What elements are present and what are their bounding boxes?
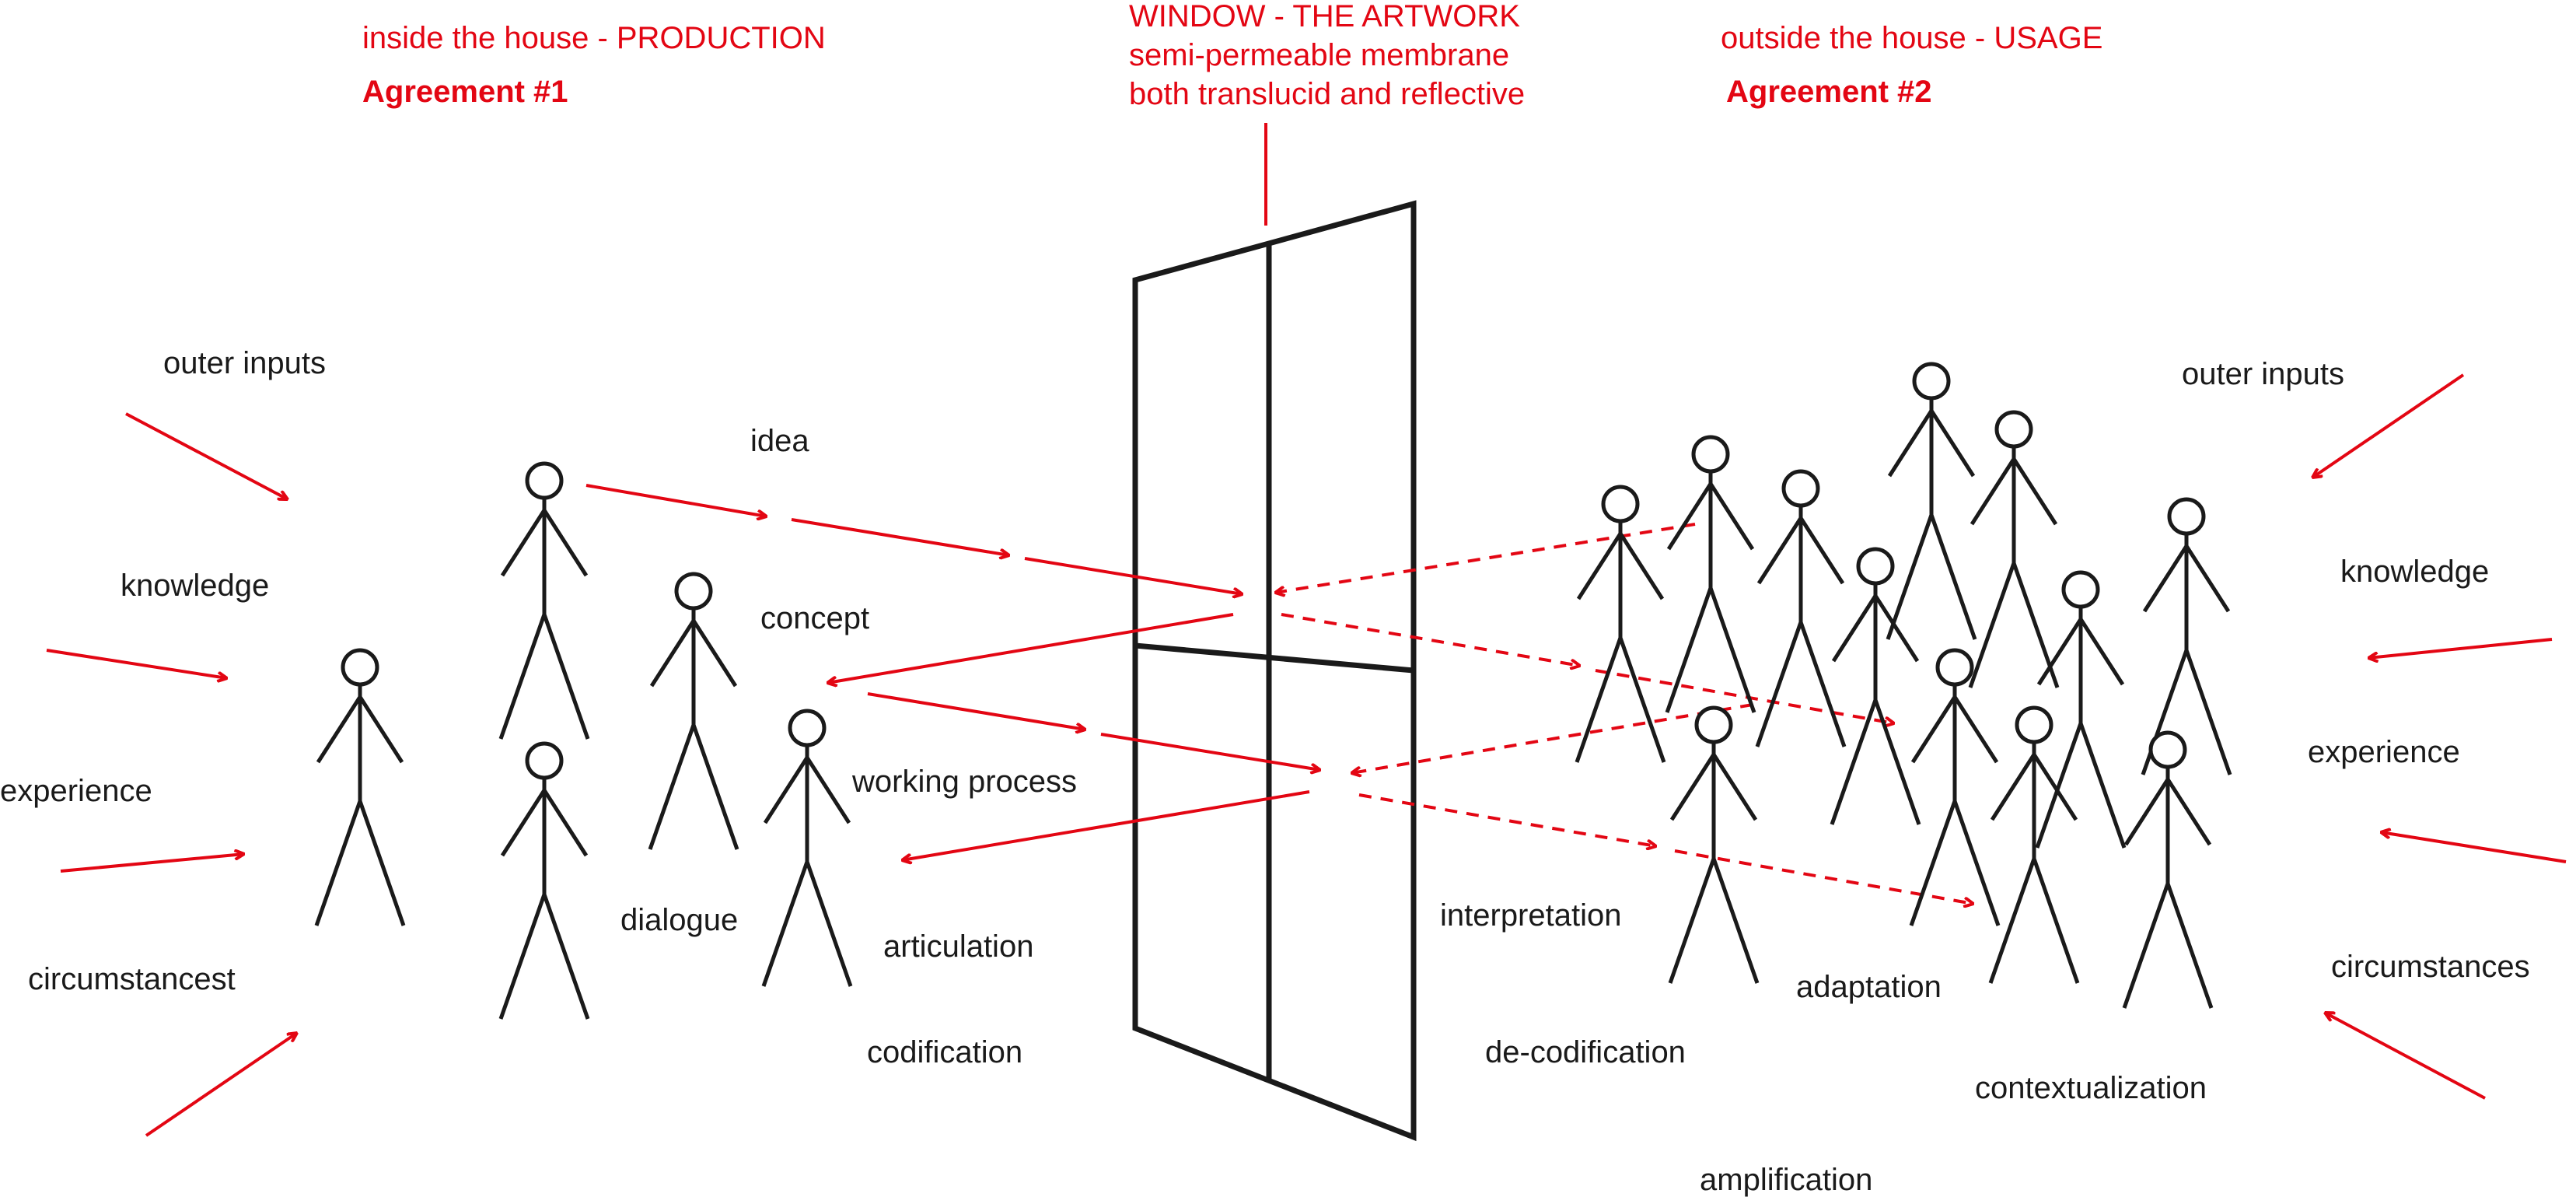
left-circumstances-label: circumstancest bbox=[28, 962, 236, 996]
stick-figure-1 bbox=[314, 648, 406, 926]
production-flow-arrows bbox=[585, 484, 1320, 860]
usage-arrow-3 bbox=[1358, 793, 1656, 846]
stick-figure-8 bbox=[1755, 469, 1847, 747]
stick-figure-2 bbox=[498, 461, 590, 740]
working-process-label: working process bbox=[851, 765, 1077, 799]
idea-arrow-3 bbox=[1024, 557, 1243, 594]
usage-return-arrow-1 bbox=[1275, 523, 1696, 593]
dialogue-label: dialogue bbox=[620, 903, 738, 937]
interpretation-label: interpretation bbox=[1440, 898, 1621, 933]
window-artwork bbox=[1132, 200, 1417, 1142]
stick-figure-5 bbox=[761, 709, 853, 987]
stick-figure-17 bbox=[2122, 730, 2214, 1009]
left-circumstances-arrow bbox=[145, 1033, 297, 1137]
right-circumstances-label: circumstances bbox=[2331, 950, 2530, 984]
inside-house-title: inside the house - PRODUCTION bbox=[362, 21, 826, 55]
left-outer-inputs-label: outer inputs bbox=[163, 346, 326, 380]
right-knowledge-label: knowledge bbox=[2340, 555, 2489, 589]
right-circumstances-arrow bbox=[2325, 1013, 2486, 1100]
left-outer-inputs-arrow bbox=[125, 412, 288, 499]
outside-house-title: outside the house - USAGE bbox=[1721, 21, 2102, 55]
idea-arrow-1 bbox=[585, 484, 767, 516]
stick-figure-16 bbox=[1988, 705, 2080, 984]
de-codification-label: de-codification bbox=[1485, 1035, 1686, 1069]
usage-arrow-1 bbox=[1281, 613, 1580, 666]
left-knowledge-arrow bbox=[46, 649, 227, 678]
stick-figure-14 bbox=[1668, 705, 1760, 984]
process-arrow-2 bbox=[1100, 733, 1320, 770]
stick-figure-12 bbox=[2035, 570, 2127, 849]
window-subtitle-translucid: both translucid and reflective bbox=[1129, 77, 1525, 111]
stick-figure-7 bbox=[1665, 435, 1756, 713]
window-transom bbox=[1134, 642, 1414, 674]
codification-label: codification bbox=[867, 1035, 1022, 1069]
right-outer-inputs-arrow bbox=[2312, 373, 2465, 478]
concept-return-arrow bbox=[827, 613, 1234, 683]
adaptation-label: adaptation bbox=[1796, 970, 1942, 1004]
stick-figure-3 bbox=[498, 741, 590, 1020]
agreement-1-label: Agreement #1 bbox=[362, 75, 568, 109]
agreement-2-label: Agreement #2 bbox=[1726, 75, 1932, 109]
left-experience-label: experience bbox=[0, 774, 152, 808]
articulation-label: articulation bbox=[883, 929, 1033, 964]
usage-return-arrow-2 bbox=[1351, 703, 1753, 773]
right-knowledge-arrow bbox=[2368, 638, 2553, 658]
stick-figure-4 bbox=[648, 572, 739, 850]
usage-flow-arrows bbox=[1275, 523, 1973, 904]
usage-arrow-2 bbox=[1595, 669, 1894, 723]
left-knowledge-label: knowledge bbox=[121, 569, 269, 603]
stick-figure-11 bbox=[1968, 410, 2060, 688]
stick-figure-10 bbox=[1886, 362, 1977, 640]
contextualization-label: contextualization bbox=[1975, 1071, 2207, 1105]
right-outer-inputs-label: outer inputs bbox=[2182, 357, 2344, 391]
window-frame bbox=[1132, 200, 1417, 1142]
usage-arrow-4 bbox=[1674, 849, 1973, 904]
amplification-label: amplification bbox=[1700, 1163, 1872, 1197]
articulation-return-arrow bbox=[902, 790, 1310, 860]
left-experience-arrow bbox=[60, 854, 244, 873]
right-experience-label: experience bbox=[2308, 735, 2460, 769]
window-subtitle-membrane: semi-permeable membrane bbox=[1129, 38, 1509, 72]
idea-label: idea bbox=[750, 424, 809, 458]
right-experience-arrow bbox=[2381, 832, 2567, 863]
stick-figures bbox=[314, 362, 2232, 1020]
stick-figure-15 bbox=[1909, 648, 2001, 926]
window-title: WINDOW - THE ARTWORK bbox=[1129, 0, 1520, 33]
stick-figure-6 bbox=[1575, 485, 1666, 763]
process-arrow-1 bbox=[867, 692, 1085, 730]
concept-label: concept bbox=[760, 601, 869, 635]
stick-figure-13 bbox=[2141, 497, 2232, 775]
idea-arrow-2 bbox=[791, 518, 1009, 555]
stick-figure-9 bbox=[1830, 547, 1921, 825]
